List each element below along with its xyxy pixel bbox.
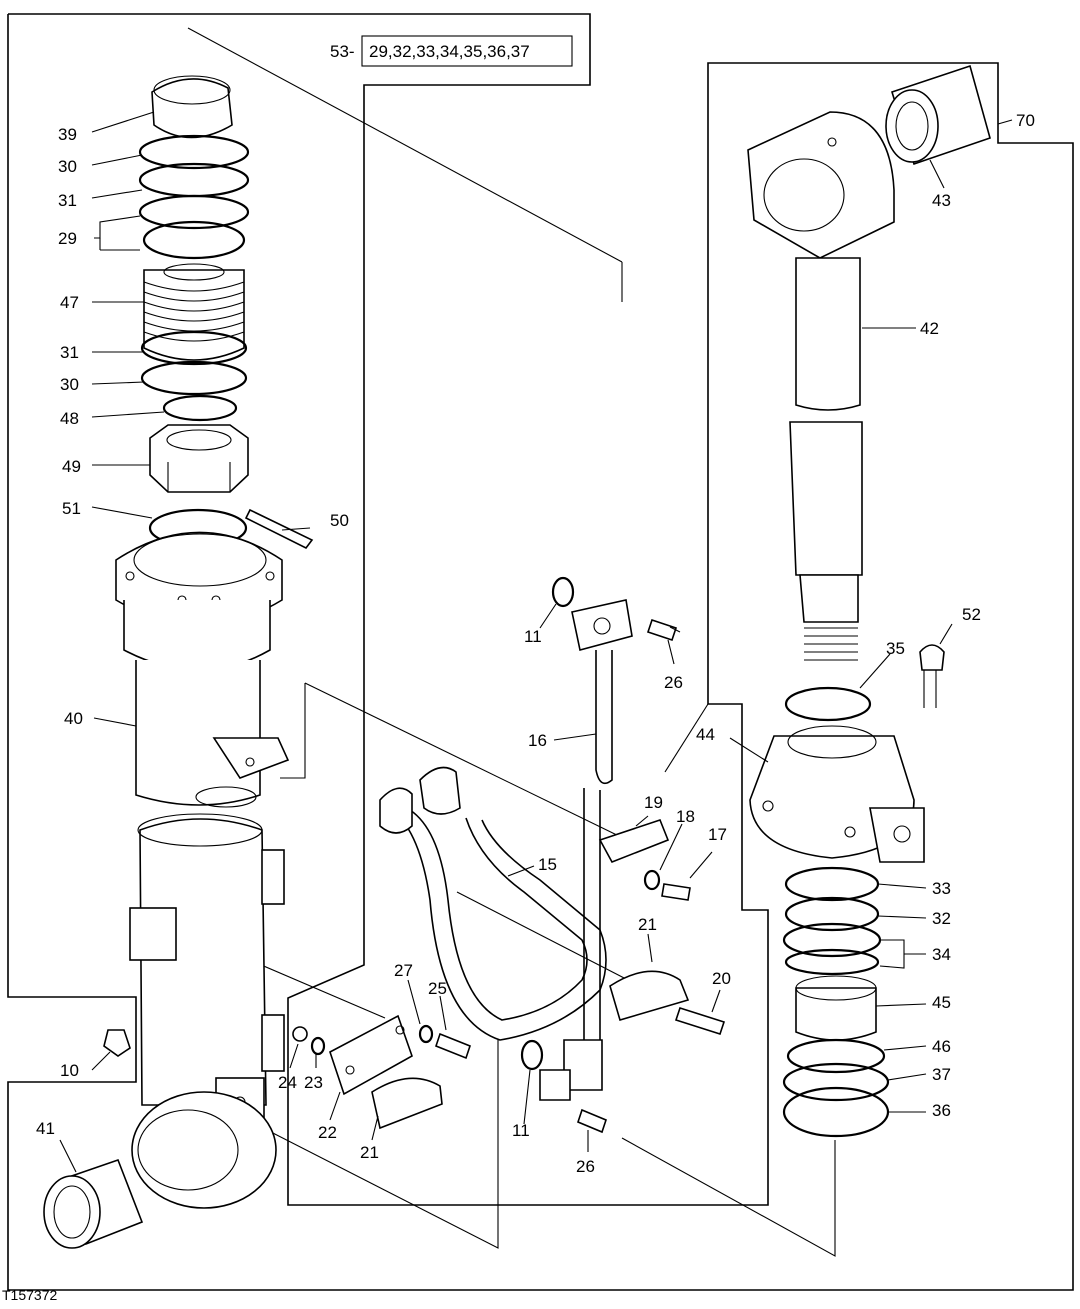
callout-11: 11 — [512, 1121, 530, 1140]
callout-11: 11 — [524, 627, 542, 646]
callout-22: 22 — [318, 1123, 337, 1142]
callout-31: 31 — [60, 343, 79, 362]
callout-24: 24 — [278, 1073, 297, 1092]
callout-17: 17 — [708, 825, 727, 844]
callout-44: 44 — [696, 725, 715, 744]
callout-21: 21 — [638, 915, 657, 934]
callout-15: 15 — [538, 855, 557, 874]
callout-16: 16 — [528, 731, 547, 750]
callout-34: 34 — [932, 945, 951, 964]
callout-27: 27 — [394, 961, 413, 980]
callout-39: 39 — [58, 125, 77, 144]
callout-29: 29 — [58, 229, 77, 248]
callout-30: 30 — [58, 157, 77, 176]
hydraulic-lines — [292, 576, 726, 1134]
callout-49: 49 — [62, 457, 81, 476]
callout-23: 23 — [304, 1073, 323, 1092]
callout-45: 45 — [932, 993, 951, 1012]
callout-26: 26 — [664, 673, 683, 692]
callout-51: 51 — [62, 499, 81, 518]
callout-47: 47 — [60, 293, 79, 312]
callout-10: 10 — [60, 1061, 79, 1080]
callout-48: 48 — [60, 409, 79, 428]
callout-30: 30 — [60, 375, 79, 394]
cylinder-head-stack — [115, 75, 314, 808]
callout-21: 21 — [360, 1143, 379, 1162]
callout-20: 20 — [712, 969, 731, 988]
callout-numbers: 39 30 31 29 47 31 30 48 49 51 50 40 10 4… — [36, 111, 1035, 1176]
callout-31: 31 — [58, 191, 77, 210]
bushing-41 — [43, 1158, 144, 1249]
cylinder-barrel — [103, 813, 285, 1209]
callout-70: 70 — [1016, 111, 1035, 130]
callout-46: 46 — [932, 1037, 951, 1056]
figure-id: T157372 — [2, 1287, 57, 1303]
callout-43: 43 — [932, 191, 951, 210]
callout-26: 26 — [576, 1157, 595, 1176]
callout-19: 19 — [644, 793, 663, 812]
kit-label: 53- — [330, 42, 355, 61]
callout-37: 37 — [932, 1065, 951, 1084]
callout-33: 33 — [932, 879, 951, 898]
callout-18: 18 — [676, 807, 695, 826]
kit-parts: 29,32,33,34,35,36,37 — [369, 42, 530, 61]
kit-callout: 53- 29,32,33,34,35,36,37 — [330, 35, 573, 67]
callout-25: 25 — [428, 979, 447, 998]
kit-box — [361, 35, 573, 67]
group-boundary-lines — [7, 13, 1074, 1291]
callout-41: 41 — [36, 1119, 55, 1138]
callout-52: 52 — [962, 605, 981, 624]
rod-assembly — [747, 64, 991, 1138]
callout-36: 36 — [932, 1101, 951, 1120]
callout-32: 32 — [932, 909, 951, 928]
callout-40: 40 — [64, 709, 83, 728]
callout-42: 42 — [920, 319, 939, 338]
callout-35: 35 — [886, 639, 905, 658]
leader-lines — [59, 111, 1013, 1173]
callout-50: 50 — [330, 511, 349, 530]
